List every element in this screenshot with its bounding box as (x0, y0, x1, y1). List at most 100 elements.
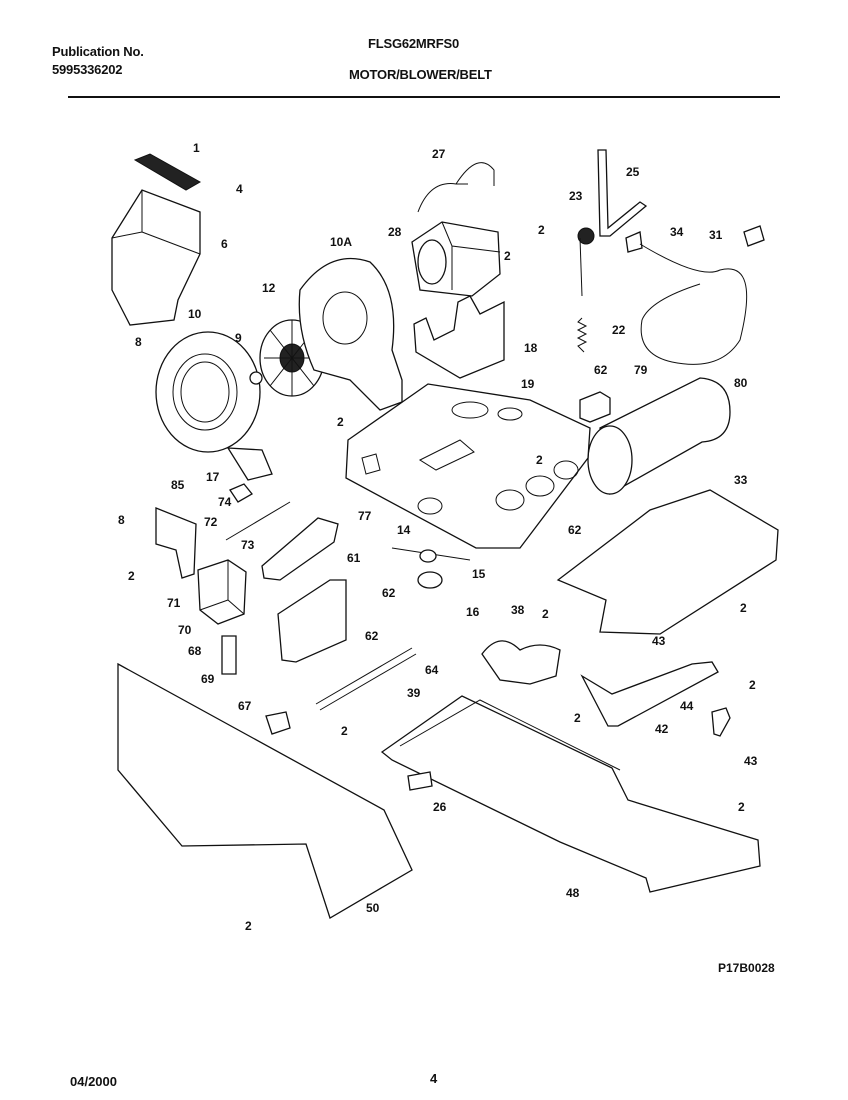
part-vent-cover (133, 153, 202, 191)
callout-71: 71 (167, 596, 181, 610)
part-idler-pulley (577, 227, 595, 297)
part-clip-44 (711, 707, 731, 737)
callout-12: 12 (262, 281, 276, 295)
callout-19: 19 (521, 377, 535, 391)
part-washer (249, 371, 263, 385)
part-elbow-duct (481, 640, 561, 685)
callout-14: 14 (397, 523, 411, 537)
part-exhaust-duct (111, 189, 201, 326)
part-cover-plate (155, 507, 197, 579)
callout-25: 25 (626, 165, 640, 179)
callout-2: 2 (738, 800, 745, 814)
part-idler-spring (576, 317, 588, 353)
figure-code: P17B0028 (718, 961, 775, 975)
callout-2: 2 (538, 223, 545, 237)
part-power-cord (625, 225, 765, 365)
callout-2: 2 (504, 249, 511, 263)
publication-number: 5995336202 (52, 62, 123, 77)
callout-77: 77 (358, 509, 372, 523)
header-rule (68, 96, 780, 98)
callout-27: 27 (432, 147, 446, 161)
part-burner (261, 517, 339, 581)
callout-2: 2 (337, 415, 344, 429)
callout-4: 4 (236, 182, 243, 196)
callout-2: 2 (341, 724, 348, 738)
callout-44: 44 (680, 699, 694, 713)
callout-62: 62 (568, 523, 582, 537)
callout-33: 33 (734, 473, 748, 487)
part-base-plate (345, 383, 591, 549)
callout-9: 9 (235, 331, 242, 345)
part-sensor-rod (225, 501, 291, 541)
callout-38: 38 (511, 603, 525, 617)
callout-17: 17 (206, 470, 220, 484)
callout-2: 2 (536, 453, 543, 467)
callout-70: 70 (178, 623, 192, 637)
part-blower-housing-cover (298, 257, 403, 411)
callout-31: 31 (709, 228, 723, 242)
callout-18: 18 (524, 341, 538, 355)
part-gas-valve (197, 559, 247, 625)
callout-8: 8 (118, 513, 125, 527)
callout-85: 85 (171, 478, 185, 492)
callout-26: 26 (433, 800, 447, 814)
callout-22: 22 (612, 323, 626, 337)
callout-48: 48 (566, 886, 580, 900)
footer-date: 04/2000 (70, 1074, 117, 1089)
callout-43: 43 (744, 754, 758, 768)
callout-2: 2 (574, 711, 581, 725)
part-wire-harness (417, 162, 495, 213)
part-fitting (221, 635, 237, 675)
part-shaft (315, 647, 417, 711)
model-number: FLSG62MRFS0 (368, 36, 459, 51)
callout-61: 61 (347, 551, 361, 565)
callout-10A: 10A (330, 235, 352, 249)
callout-28: 28 (388, 225, 402, 239)
callout-6: 6 (221, 237, 228, 251)
callout-62: 62 (594, 363, 608, 377)
callout-67: 67 (238, 699, 252, 713)
page-number: 4 (430, 1071, 438, 1086)
callout-2: 2 (749, 678, 756, 692)
part-blower-housing (155, 331, 273, 481)
callout-62: 62 (382, 586, 396, 600)
part-support-rail (580, 661, 719, 727)
part-rear-panel (117, 662, 413, 919)
callout-34: 34 (670, 225, 684, 239)
part-motor-mount (413, 295, 505, 379)
part-bracket (579, 391, 611, 423)
callout-42: 42 (655, 722, 669, 736)
part-clip (229, 483, 253, 503)
callout-80: 80 (734, 376, 748, 390)
part-bracket-61 (277, 579, 347, 663)
callout-74: 74 (218, 495, 232, 509)
callout-79: 79 (634, 363, 648, 377)
part-idler-arm (597, 149, 648, 237)
part-gas-fitting (265, 711, 291, 735)
callout-10: 10 (188, 307, 202, 321)
part-block (407, 771, 433, 791)
callout-68: 68 (188, 644, 202, 658)
callout-43: 43 (652, 634, 666, 648)
callout-2: 2 (245, 919, 252, 933)
section-title: MOTOR/BLOWER/BELT (349, 67, 492, 82)
publication-label: Publication No. (52, 44, 144, 59)
callout-39: 39 (407, 686, 421, 700)
callout-2: 2 (740, 601, 747, 615)
callout-1: 1 (193, 141, 200, 155)
part-heater-can (587, 377, 731, 496)
part-idler-assembly (391, 547, 471, 589)
callout-15: 15 (472, 567, 486, 581)
callout-16: 16 (466, 605, 480, 619)
callout-50: 50 (366, 901, 380, 915)
callout-64: 64 (425, 663, 439, 677)
callout-69: 69 (201, 672, 215, 686)
callout-62: 62 (365, 629, 379, 643)
part-heat-shield (556, 489, 779, 635)
part-drive-motor (411, 221, 501, 297)
callout-73: 73 (241, 538, 255, 552)
callout-23: 23 (569, 189, 583, 203)
callout-2: 2 (128, 569, 135, 583)
callout-72: 72 (204, 515, 218, 529)
